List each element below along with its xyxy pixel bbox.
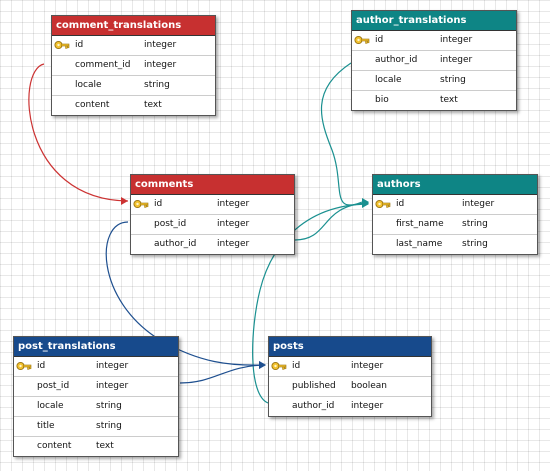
field-row[interactable]: title string xyxy=(14,417,178,437)
field-row[interactable]: post_id integer xyxy=(131,215,294,235)
field-name: author_id xyxy=(292,401,335,411)
field-row[interactable]: author_id integer xyxy=(352,51,516,71)
field-row[interactable]: published boolean xyxy=(269,377,431,397)
field-row[interactable]: id integer xyxy=(269,357,431,377)
arrow-head-icon xyxy=(362,199,369,207)
field-name: title xyxy=(37,421,55,431)
field-name: id xyxy=(292,361,301,371)
table-title: author_translations xyxy=(352,11,516,31)
field-type: integer xyxy=(462,199,495,209)
field-type: integer xyxy=(217,199,250,209)
primary-key-icon xyxy=(375,199,391,209)
field-name: first_name xyxy=(396,219,444,229)
field-name: published xyxy=(292,381,336,391)
field-row[interactable]: locale string xyxy=(52,76,215,96)
arrow-head-icon xyxy=(259,361,266,369)
field-type: string xyxy=(462,219,488,229)
field-row[interactable]: content text xyxy=(52,96,215,115)
field-row[interactable]: first_name string xyxy=(373,215,537,235)
field-name: comment_id xyxy=(75,60,131,70)
table-posts[interactable]: posts id integer published boolean author_id i… xyxy=(268,336,432,417)
table-title: comments xyxy=(131,175,294,195)
primary-key-icon xyxy=(133,199,149,209)
field-type: integer xyxy=(96,381,129,391)
field-row[interactable]: id integer xyxy=(352,31,516,51)
field-type: integer xyxy=(144,40,177,50)
primary-key-icon xyxy=(271,361,287,371)
field-name: id xyxy=(37,361,46,371)
field-type: string xyxy=(96,401,122,411)
field-row[interactable]: id integer xyxy=(373,195,537,215)
field-name: content xyxy=(37,441,72,451)
field-row[interactable]: author_id integer xyxy=(131,235,294,254)
field-type: integer xyxy=(440,55,473,65)
field-name: locale xyxy=(75,80,102,90)
field-name: post_id xyxy=(154,219,187,229)
field-row[interactable]: id integer xyxy=(14,357,178,377)
field-name: locale xyxy=(375,75,402,85)
field-row[interactable]: id integer xyxy=(131,195,294,215)
field-type: integer xyxy=(96,361,129,371)
table-title: post_translations xyxy=(14,337,178,357)
field-name: id xyxy=(375,35,384,45)
field-name: author_id xyxy=(154,239,197,249)
field-type: boolean xyxy=(351,381,387,391)
field-name: locale xyxy=(37,401,64,411)
field-row[interactable]: locale string xyxy=(352,71,516,91)
field-type: text xyxy=(144,100,162,110)
field-type: integer xyxy=(351,401,384,411)
field-type: string xyxy=(440,75,466,85)
field-row[interactable]: locale string xyxy=(14,397,178,417)
arrow-head-icon xyxy=(362,200,369,208)
field-type: integer xyxy=(351,361,384,371)
field-type: string xyxy=(96,421,122,431)
arrow-head-icon xyxy=(121,197,128,205)
field-type: integer xyxy=(144,60,177,70)
field-name: post_id xyxy=(37,381,70,391)
field-row[interactable]: comment_id integer xyxy=(52,56,215,76)
field-type: string xyxy=(144,80,170,90)
field-name: content xyxy=(75,100,110,110)
field-name: id xyxy=(396,199,405,209)
field-name: id xyxy=(154,199,163,209)
field-name: author_id xyxy=(375,55,418,65)
field-name: bio xyxy=(375,95,389,105)
field-type: integer xyxy=(217,239,250,249)
field-type: text xyxy=(440,95,458,105)
table-title: comment_translations xyxy=(52,16,215,36)
field-type: integer xyxy=(440,35,473,45)
field-row[interactable]: id integer xyxy=(52,36,215,56)
field-name: id xyxy=(75,40,84,50)
field-row[interactable]: author_id integer xyxy=(269,397,431,416)
relation-link-comments-author-id[interactable] xyxy=(294,202,369,241)
arrow-head-icon xyxy=(259,361,266,369)
field-row[interactable]: post_id integer xyxy=(14,377,178,397)
field-row[interactable]: bio text xyxy=(352,91,516,110)
field-name: last_name xyxy=(396,239,443,249)
field-type: text xyxy=(96,441,114,451)
field-type: string xyxy=(462,239,488,249)
table-title: authors xyxy=(373,175,537,195)
field-row[interactable]: last_name string xyxy=(373,235,537,254)
relation-link-post-translations-post-id[interactable] xyxy=(179,364,265,384)
primary-key-icon xyxy=(354,35,370,45)
table-title: posts xyxy=(269,337,431,357)
field-row[interactable]: content text xyxy=(14,437,178,456)
field-type: integer xyxy=(217,219,250,229)
arrow-head-icon xyxy=(362,198,369,206)
primary-key-icon xyxy=(54,40,70,50)
primary-key-icon xyxy=(16,361,32,371)
